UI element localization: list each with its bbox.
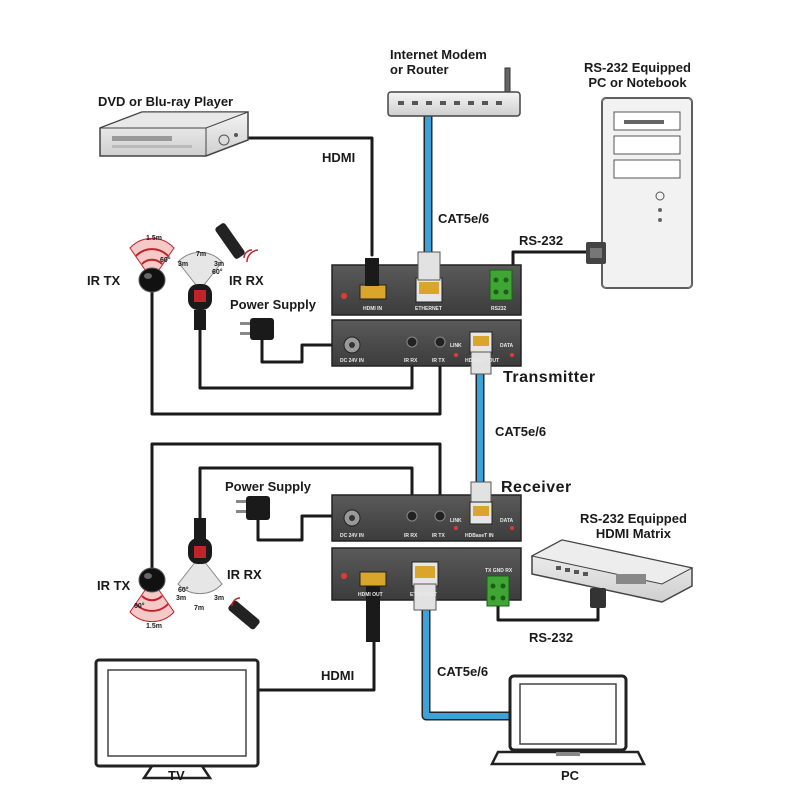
port-tx-hdbaset-out: HDBaseT OUT — [465, 358, 499, 364]
hdmi-bottom-label: HDMI — [321, 668, 355, 683]
port-labels: HDMI IN ETHERNET RS232 DC 24V IN IR RX I… — [340, 306, 514, 598]
cables — [150, 107, 600, 721]
ir-rx-top-right: 3m — [214, 261, 224, 268]
hdmi-cable-dvd — [246, 136, 374, 257]
hdmi-matrix — [530, 539, 694, 608]
remote-control-bottom — [228, 597, 260, 630]
port-tx-link: LINK — [450, 343, 462, 349]
receiver-label: Receiver — [501, 479, 572, 496]
port-rx-data: DATA — [500, 518, 514, 524]
cat-cable-pc — [421, 600, 517, 721]
pc-tower — [586, 97, 693, 289]
power-cable-rx — [256, 514, 354, 542]
receiver-hdmi-panel — [331, 547, 522, 642]
ir-rx-bottom-label: IR RX — [227, 567, 262, 582]
ir-tx-top-distance: 1.5m — [146, 235, 162, 242]
port-rx-dc: DC 24V IN — [340, 533, 364, 539]
ir-rx-receiver-top — [177, 251, 223, 330]
cat-bottom-label: CAT5e/6 — [437, 664, 489, 679]
receiver-power-panel — [331, 481, 522, 542]
rs232-cable-pc — [511, 250, 590, 274]
ir-rx-top-angle: 60° — [212, 268, 223, 276]
ir-rx-top-label: IR RX — [229, 273, 264, 288]
port-tx-data: DATA — [500, 343, 514, 349]
ir-rx-bottom-right: 3m — [214, 595, 224, 602]
dvd-player — [99, 111, 249, 157]
ir-rx-cable-rx — [198, 466, 414, 542]
transmitter-power-panel — [331, 319, 522, 375]
transmitter-label: Transmitter — [503, 369, 596, 386]
pc-label: PC — [561, 768, 580, 783]
dvd-label: DVD or Blu-ray Player — [98, 94, 234, 109]
port-rx-ethernet: ETHERNET — [410, 592, 437, 598]
power-cable-tx — [260, 336, 354, 364]
port-tx-irrx: IR RX — [404, 358, 418, 364]
cat-top-label: CAT5e/6 — [438, 211, 490, 226]
port-rx-link: LINK — [450, 518, 462, 524]
power-adapter-tx — [240, 318, 274, 340]
port-rx-hdmi-out: HDMI OUT — [358, 592, 383, 598]
rs232-bottom-label: RS-232 — [529, 630, 574, 645]
ir-tx-cable-tx — [150, 290, 442, 416]
hdmi-top-label: HDMI — [322, 150, 356, 165]
port-tx-irtx: IR TX — [432, 358, 445, 364]
port-rx-irrx: IR RX — [404, 533, 418, 539]
modem-label-line1: Internet Modem — [390, 47, 487, 62]
pc-notebook-label-line2: PC or Notebook — [588, 75, 687, 90]
ir-tx-bottom-angle: 60° — [134, 602, 145, 610]
ir-rx-receiver-bottom — [177, 518, 223, 595]
port-rx-hdbaset-in: HDBaseT IN — [465, 533, 494, 539]
ir-tx-top-label: IR TX — [87, 273, 121, 288]
remote-control-top — [215, 223, 259, 263]
transmitter-hdmi-panel — [331, 251, 522, 316]
laptop-device — [489, 674, 647, 766]
ir-rx-bottom-angle: 60° — [178, 586, 189, 594]
ir-rx-top-left: 3m — [178, 261, 188, 268]
pc-notebook-label-line1: RS-232 Equipped — [584, 60, 691, 75]
port-rx-rs232-pins: TX GND RX — [485, 568, 513, 574]
pc-notebook-label: RS-232 Equipped PC or Notebook — [584, 60, 691, 90]
matrix-label: RS-232 Equipped HDMI Matrix — [580, 511, 687, 541]
port-rx-irtx: IR TX — [432, 533, 445, 539]
port-tx-ethernet: ETHERNET — [415, 306, 442, 312]
matrix-label-line2: HDMI Matrix — [595, 526, 672, 541]
router-device — [387, 67, 521, 117]
matrix-label-line1: RS-232 Equipped — [580, 511, 687, 526]
ir-tx-emitter-bottom — [129, 567, 175, 623]
hdmi-cable-tv — [256, 638, 376, 692]
ir-tx-bottom-label: IR TX — [97, 578, 131, 593]
ir-rx-bottom-left: 3m — [176, 595, 186, 602]
tv-label: TV — [168, 768, 185, 783]
rs232-cable-matrix — [496, 603, 600, 622]
ir-tx-top-angle: 60° — [160, 256, 171, 264]
ir-range-labels: 1.5m 60° 3m 7m 3m 60° 1.5m 60° 3m 7m 3m … — [134, 235, 224, 630]
cat-mid-label: CAT5e/6 — [495, 424, 547, 439]
rs232-top-label: RS-232 — [519, 233, 564, 248]
tv-device — [94, 658, 260, 780]
power-adapter-rx — [236, 496, 270, 520]
port-tx-dc: DC 24V IN — [340, 358, 364, 364]
ir-tx-bottom-distance: 1.5m — [146, 623, 162, 630]
power-bottom-label: Power Supply — [225, 479, 311, 494]
port-tx-rs232: RS232 — [491, 306, 507, 312]
ir-rx-top-mid: 7m — [196, 251, 206, 258]
port-tx-hdmi-in: HDMI IN — [363, 306, 383, 312]
ir-rx-bottom-mid: 7m — [194, 605, 204, 612]
modem-label: Internet Modem or Router — [390, 47, 487, 77]
ir-tx-cable-rx — [150, 442, 442, 570]
power-top-label: Power Supply — [230, 297, 316, 312]
modem-label-line2: or Router — [390, 62, 449, 77]
ir-tx-emitter-top — [129, 237, 175, 293]
